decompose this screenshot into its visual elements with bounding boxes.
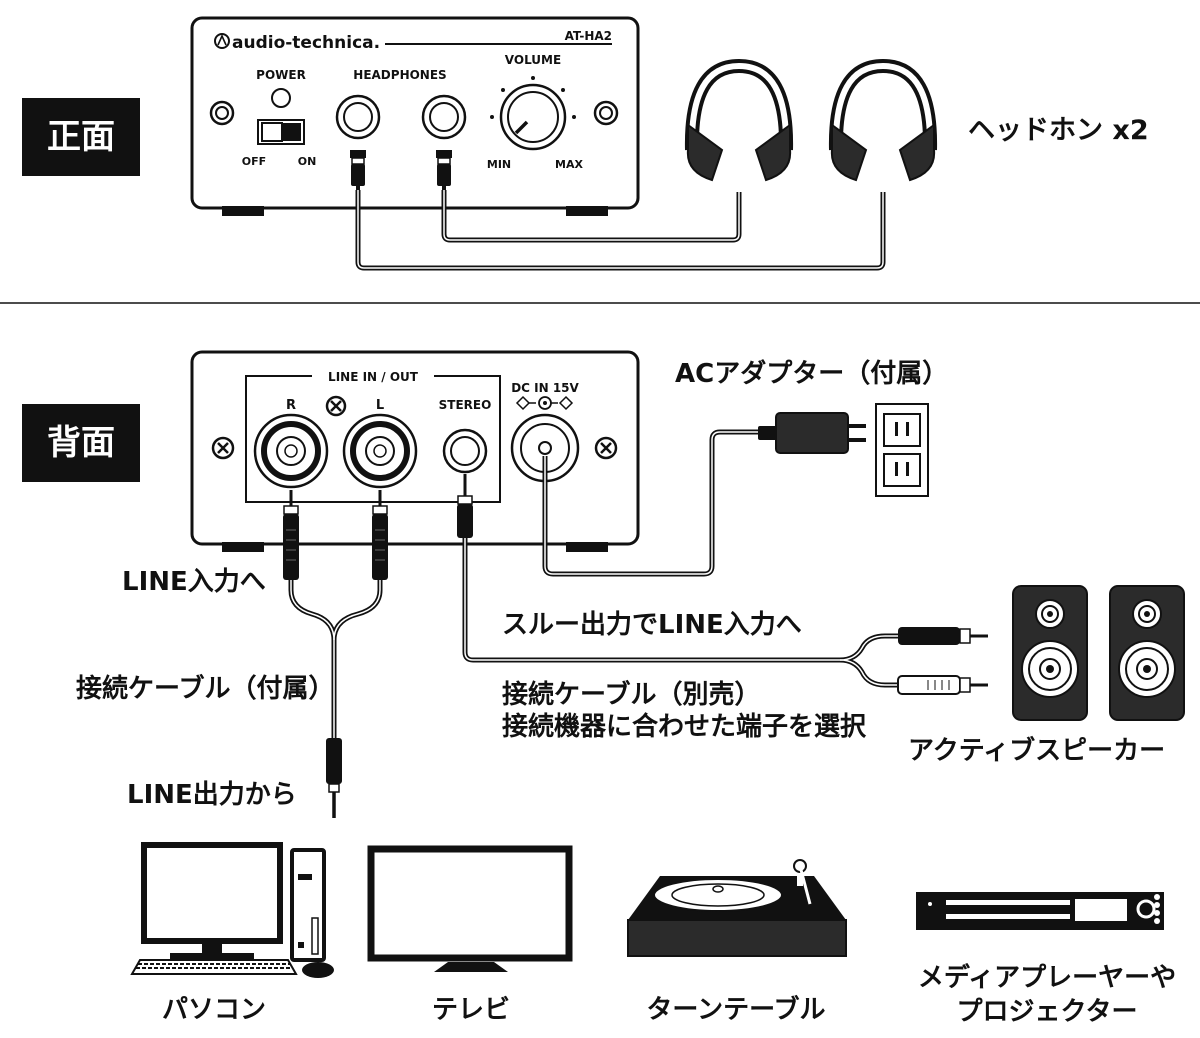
dc-in-label: DC IN 15V — [511, 381, 579, 395]
media-player-caption-line2: プロジェクター — [956, 997, 1138, 1027]
tv-caption: テレビ — [431, 995, 510, 1025]
tv-icon — [367, 845, 573, 972]
rca-jack-r — [253, 413, 329, 489]
rca-jack-l — [342, 413, 418, 489]
line-out-from-label: LINE出力から — [127, 780, 297, 810]
stereo-jack — [442, 428, 488, 474]
power-led — [271, 88, 291, 108]
rca-plug-l — [372, 490, 388, 580]
speaker-icon-left — [1012, 585, 1088, 721]
max-label: MAX — [555, 158, 583, 171]
front-screw-right — [593, 100, 619, 126]
on-label: ON — [298, 155, 317, 168]
stereo-label: STEREO — [439, 398, 492, 412]
included-cable — [288, 580, 337, 740]
headphone-jack-1 — [335, 94, 381, 140]
pc-icon — [130, 842, 334, 978]
media-player-caption-line1: メディアプレーヤーや — [917, 963, 1177, 993]
rear-screw-left — [211, 436, 235, 460]
rca-plug-speaker-black — [898, 627, 988, 645]
media-player-icon — [916, 892, 1164, 930]
stereo-plug — [457, 474, 473, 538]
turntable-caption: ターンテーブル — [646, 995, 826, 1025]
rca-plug-speaker-white — [897, 675, 988, 695]
active-speakers-label: アクティブスピーカー — [908, 736, 1166, 766]
headphone-plug-1 — [350, 150, 366, 192]
speaker-icon-right — [1109, 585, 1185, 721]
pc-caption: パソコン — [161, 995, 266, 1025]
rear-screw-right — [594, 436, 618, 460]
line-in-out-label: LINE IN / OUT — [328, 370, 419, 384]
dc-polarity-icon — [515, 395, 574, 411]
l-label: L — [376, 398, 384, 413]
headphones-label: HEADPHONES — [353, 68, 446, 82]
brand-name: audio-technica. — [232, 33, 380, 53]
headphones-icon-1 — [684, 58, 794, 182]
through-cable — [462, 538, 840, 663]
r-label: R — [286, 398, 296, 413]
through-out-label: スルー出力でLINE入力へ — [502, 610, 802, 640]
sold-separately-cable-label: 接続ケーブル（別売） — [502, 680, 761, 710]
headphones-count-label: ヘッドホン x2 — [968, 115, 1149, 146]
section-back-tag: 背面 — [22, 404, 140, 482]
line-in-to-label: LINE入力へ — [122, 567, 266, 597]
power-switch — [257, 119, 305, 145]
wall-outlet-icon — [875, 403, 929, 497]
min-label: MIN — [487, 158, 511, 171]
volume-knob — [490, 76, 576, 151]
mini-plug-pc — [326, 738, 342, 818]
ac-adapter-label: ACアダプター（付属） — [675, 359, 949, 389]
dc-in-jack — [510, 413, 580, 483]
rca-plug-r — [283, 490, 299, 580]
headphone-plug-2 — [436, 150, 452, 192]
included-cable-label: 接続ケーブル（付属） — [76, 674, 335, 704]
model-name: AT-HA2 — [565, 29, 612, 43]
turntable-icon — [627, 859, 847, 957]
volume-label: VOLUME — [505, 53, 561, 67]
headphone-jack-2 — [421, 94, 467, 140]
headphones-icon-2 — [828, 58, 938, 182]
brand-logo-icon — [214, 33, 230, 49]
front-screw-left — [209, 100, 235, 126]
off-label: OFF — [242, 155, 266, 168]
section-front-tag: 正面 — [22, 98, 140, 176]
front-amplifier: audio-technica. AT-HA2 POWER OFF ON HEAD… — [190, 16, 640, 216]
rear-amplifier: LINE IN / OUT R L STEREO DC IN 15V — [190, 350, 640, 552]
power-label: POWER — [256, 68, 306, 82]
ac-adapter-icon — [758, 412, 866, 454]
select-terminal-label: 接続機器に合わせた端子を選択 — [502, 712, 867, 742]
rear-screw-middle — [325, 395, 347, 417]
